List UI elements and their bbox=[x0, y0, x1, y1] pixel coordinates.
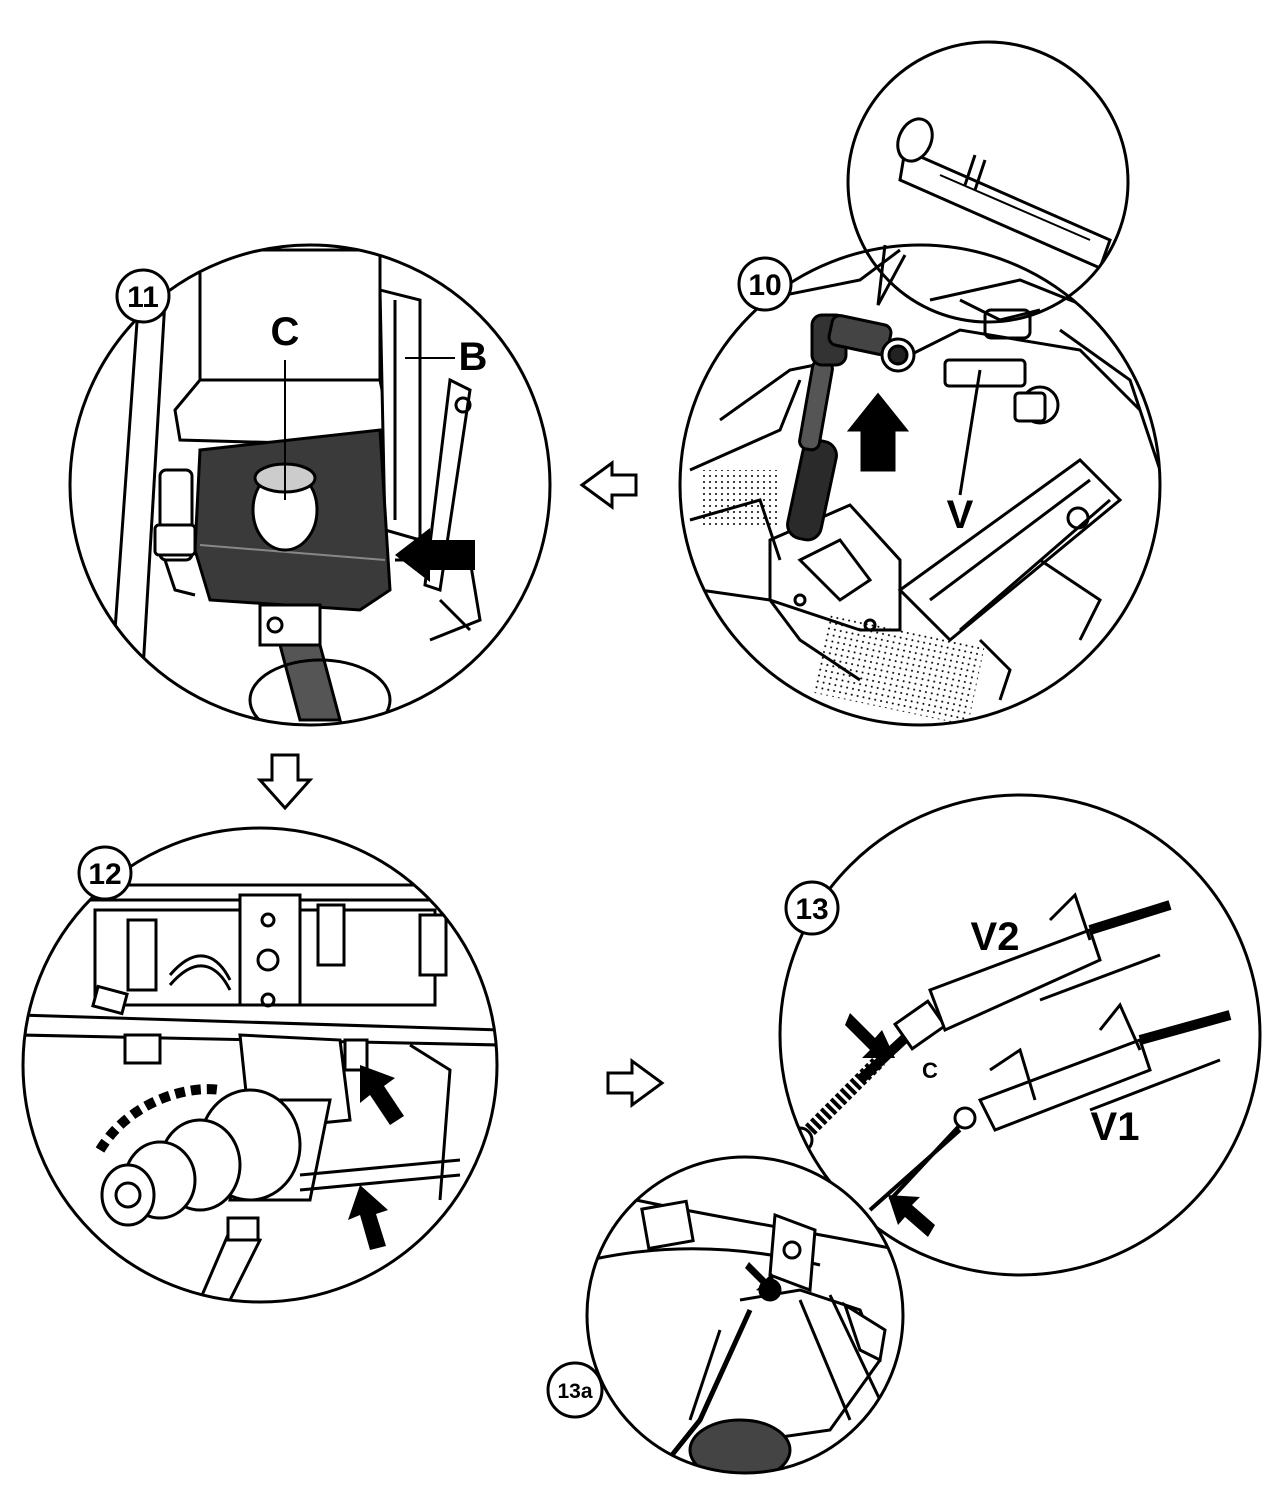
label-v2-column: V2 bbox=[971, 915, 1020, 959]
label-c-column: C bbox=[271, 310, 300, 354]
step-12-badge: 12 bbox=[77, 845, 133, 901]
step-11-panel: 11 C B bbox=[68, 243, 552, 727]
label-v1-column: V1 bbox=[1091, 1105, 1140, 1149]
step-13a-number: 13a bbox=[557, 1380, 592, 1403]
step-10-number: 10 bbox=[748, 269, 781, 302]
step-11-badge: 11 bbox=[115, 268, 171, 324]
flow-arrow-left bbox=[579, 460, 638, 510]
label-v-pin: V bbox=[947, 493, 974, 537]
flow-arrow-down bbox=[256, 753, 314, 811]
step-13a-badge: 13a bbox=[546, 1361, 604, 1419]
step-10-badge: 10 bbox=[737, 256, 793, 312]
label-b-bracket: B bbox=[459, 335, 488, 379]
step-11-number: 11 bbox=[127, 281, 159, 314]
step-13a-panel: 13a bbox=[546, 1155, 905, 1475]
flow-arrow-right bbox=[606, 1058, 665, 1108]
step-12-number: 12 bbox=[88, 858, 121, 891]
step-12-panel: 12 bbox=[21, 826, 499, 1304]
step-13-badge: 13 bbox=[784, 880, 840, 936]
step-10-panel: 10 V bbox=[678, 40, 1162, 727]
label-c-clamp: C bbox=[922, 1058, 938, 1083]
step-13-number: 13 bbox=[795, 893, 828, 926]
